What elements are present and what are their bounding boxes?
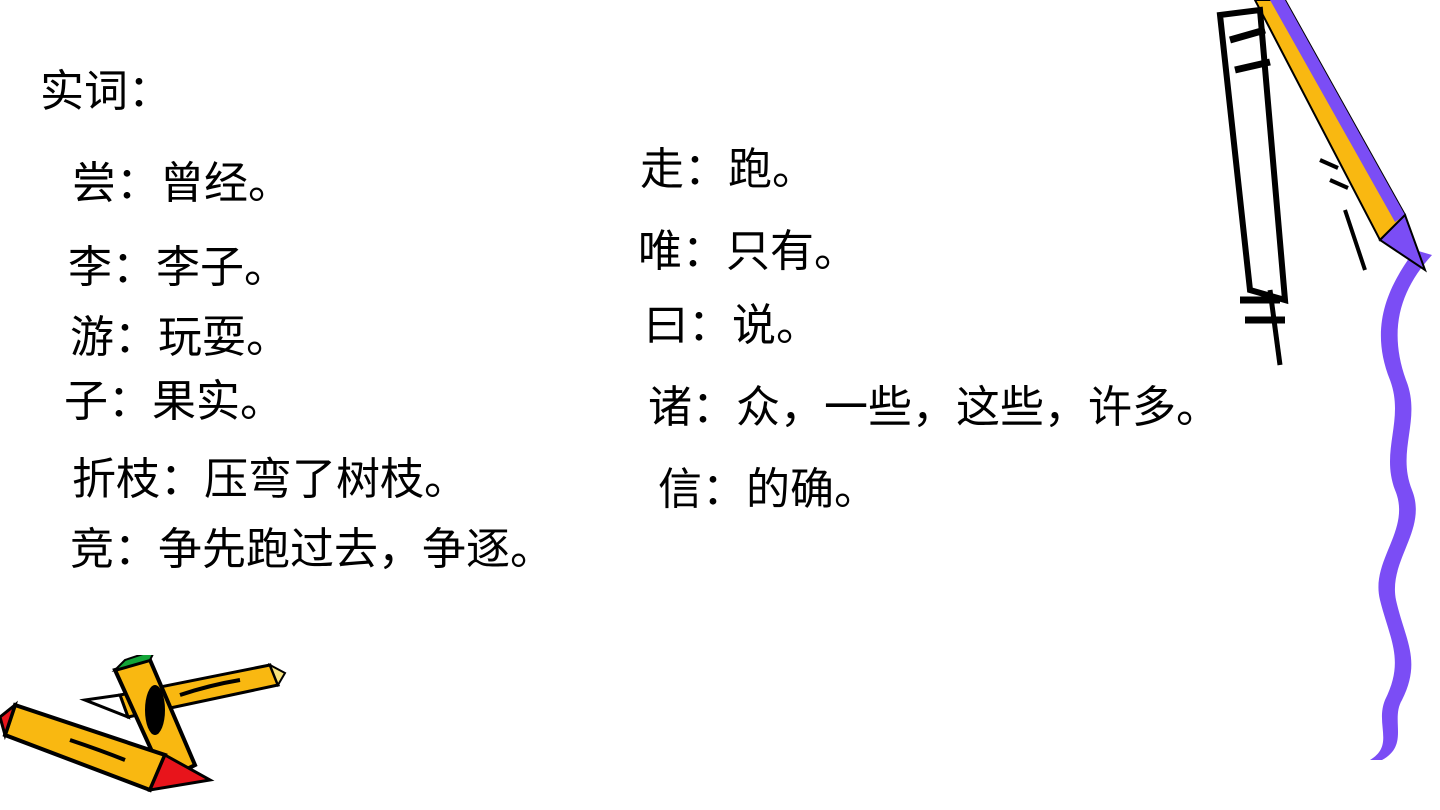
definition-entry: 游：玩耍。 bbox=[70, 312, 290, 363]
ribbon-squiggle bbox=[1370, 250, 1432, 760]
definition-entry: 竞：争先跑过去，争逐。 bbox=[70, 524, 554, 575]
definition-entry: 信：的确。 bbox=[658, 464, 878, 515]
definition-entry: 唯：只有。 bbox=[638, 226, 858, 277]
definition-entry: 尝：曾经。 bbox=[72, 158, 292, 209]
definition-entry: 诸：众，一些，这些，许多。 bbox=[648, 382, 1220, 433]
quill-strip bbox=[1216, 6, 1289, 305]
crossed-pencils-illustration bbox=[0, 655, 287, 793]
definition-entry: 子：果实。 bbox=[64, 376, 284, 427]
pencil-tip bbox=[1378, 213, 1427, 273]
pencil-ribbon-illustration bbox=[1216, 0, 1432, 760]
definition-entry: 李：李子。 bbox=[68, 242, 288, 293]
definition-entry: 折枝：压弯了树枝。 bbox=[72, 454, 468, 505]
definition-entry: 走：跑。 bbox=[640, 144, 816, 195]
definition-entry: 曰：说。 bbox=[644, 300, 820, 351]
pencil-edge bbox=[1270, 0, 1405, 222]
slide-heading: 实词： bbox=[40, 66, 172, 117]
